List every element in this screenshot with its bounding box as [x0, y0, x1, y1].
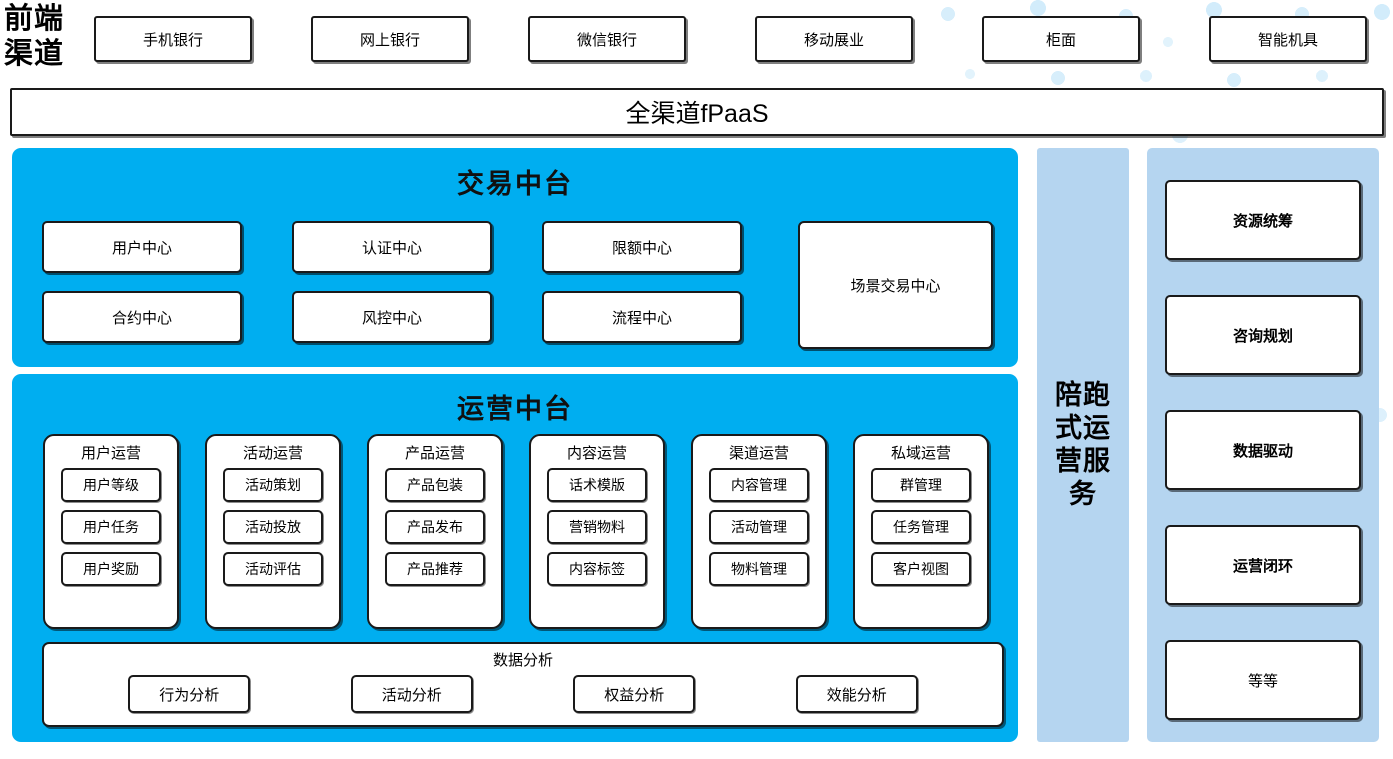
- ops-item-user-level[interactable]: 用户等级: [61, 468, 161, 502]
- front-end-channel-label: 前端渠道: [4, 3, 65, 70]
- ops-column-product-operations[interactable]: 产品运营 产品包装 产品发布 产品推荐: [367, 434, 503, 629]
- channel-box-wechat-bank[interactable]: 微信银行: [528, 16, 686, 62]
- ops-item-customer-view[interactable]: 客户视图: [871, 552, 971, 586]
- trade-box-contract-center[interactable]: 合约中心: [42, 291, 242, 343]
- analysis-item-efficiency[interactable]: 效能分析: [795, 675, 918, 713]
- trade-box-user-center[interactable]: 用户中心: [42, 221, 242, 273]
- ops-column-title: 活动运营: [242, 445, 303, 462]
- ops-item-task-management[interactable]: 任务管理: [871, 510, 971, 544]
- ops-item-user-reward[interactable]: 用户奖励: [61, 552, 161, 586]
- channel-box-counter[interactable]: 柜面: [982, 16, 1140, 62]
- service-item-consulting-planning[interactable]: 咨询规划: [1165, 295, 1361, 375]
- channel-box-mobile-field[interactable]: 移动展业: [755, 16, 913, 62]
- trade-box-scene-transaction-center[interactable]: 场景交易中心: [798, 221, 993, 349]
- data-analysis-title: 数据分析: [492, 652, 553, 669]
- service-item-operation-loop[interactable]: 运营闭环: [1165, 525, 1361, 605]
- ops-column-user-operations[interactable]: 用户运营 用户等级 用户任务 用户奖励: [43, 434, 179, 629]
- ops-column-private-domain-operations[interactable]: 私域运营 群管理 任务管理 客户视图: [853, 434, 989, 629]
- trade-box-process-center[interactable]: 流程中心: [542, 291, 742, 343]
- trade-box-limit-center[interactable]: 限额中心: [542, 221, 742, 273]
- ops-column-title: 用户运营: [80, 445, 141, 462]
- ops-column-campaign-operations[interactable]: 活动运营 活动策划 活动投放 活动评估: [205, 434, 341, 629]
- service-item-etc[interactable]: 等等: [1165, 640, 1361, 720]
- accompanying-operation-service-column: 陪跑式运营服务: [1037, 148, 1129, 742]
- ops-item-campaign-delivery[interactable]: 活动投放: [223, 510, 323, 544]
- ops-column-title: 私域运营: [890, 445, 951, 462]
- ops-item-campaign-planning[interactable]: 活动策划: [223, 468, 323, 502]
- ops-center-panel: 运营中台 用户运营 用户等级 用户任务 用户奖励 活动运营 活动策划 活动投放 …: [12, 374, 1018, 742]
- service-column-label: 陪跑式运营服务: [1055, 380, 1111, 509]
- ops-item-content-management[interactable]: 内容管理: [709, 468, 809, 502]
- ops-item-campaign-management[interactable]: 活动管理: [709, 510, 809, 544]
- analysis-item-campaign[interactable]: 活动分析: [350, 675, 473, 713]
- ops-item-group-management[interactable]: 群管理: [871, 468, 971, 502]
- ops-center-title: 运营中台: [457, 394, 573, 424]
- channel-box-smart-device[interactable]: 智能机具: [1209, 16, 1367, 62]
- trade-center-panel: 交易中台 用户中心 认证中心 限额中心 合约中心 风控中心 流程中心 场景交易中…: [12, 148, 1018, 367]
- channel-box-online-bank[interactable]: 网上银行: [311, 16, 469, 62]
- service-capabilities-panel: 资源统筹 咨询规划 数据驱动 运营闭环 等等: [1147, 148, 1379, 742]
- ops-item-product-recommendation[interactable]: 产品推荐: [385, 552, 485, 586]
- analysis-item-behavior[interactable]: 行为分析: [128, 675, 251, 713]
- service-item-data-driven[interactable]: 数据驱动: [1165, 410, 1361, 490]
- ops-item-product-release[interactable]: 产品发布: [385, 510, 485, 544]
- data-analysis-box[interactable]: 数据分析 行为分析 活动分析 权益分析 效能分析: [42, 642, 1004, 727]
- ops-column-content-operations[interactable]: 内容运营 话术模版 营销物料 内容标签: [529, 434, 665, 629]
- channel-box-mobile-bank[interactable]: 手机银行: [94, 16, 252, 62]
- service-item-resource-coordination[interactable]: 资源统筹: [1165, 180, 1361, 260]
- omnichannel-fpaas-bar[interactable]: 全渠道fPaaS: [10, 88, 1384, 136]
- front-end-channel-row: 手机银行 网上银行 微信银行 移动展业 柜面 智能机具: [94, 16, 1384, 62]
- ops-item-marketing-material[interactable]: 营销物料: [547, 510, 647, 544]
- ops-item-product-packaging[interactable]: 产品包装: [385, 468, 485, 502]
- ops-item-material-management[interactable]: 物料管理: [709, 552, 809, 586]
- ops-item-user-task[interactable]: 用户任务: [61, 510, 161, 544]
- data-analysis-items: 行为分析 活动分析 权益分析 效能分析: [44, 675, 1002, 713]
- ops-column-title: 产品运营: [404, 445, 465, 462]
- trade-box-auth-center[interactable]: 认证中心: [292, 221, 492, 273]
- trade-center-title: 交易中台: [457, 169, 573, 199]
- analysis-item-benefit[interactable]: 权益分析: [573, 675, 696, 713]
- ops-column-channel-operations[interactable]: 渠道运营 内容管理 活动管理 物料管理: [691, 434, 827, 629]
- trade-box-risk-center[interactable]: 风控中心: [292, 291, 492, 343]
- ops-item-campaign-evaluation[interactable]: 活动评估: [223, 552, 323, 586]
- ops-item-script-template[interactable]: 话术模版: [547, 468, 647, 502]
- ops-column-title: 内容运营: [566, 445, 627, 462]
- ops-item-content-tag[interactable]: 内容标签: [547, 552, 647, 586]
- ops-column-title: 渠道运营: [728, 445, 789, 462]
